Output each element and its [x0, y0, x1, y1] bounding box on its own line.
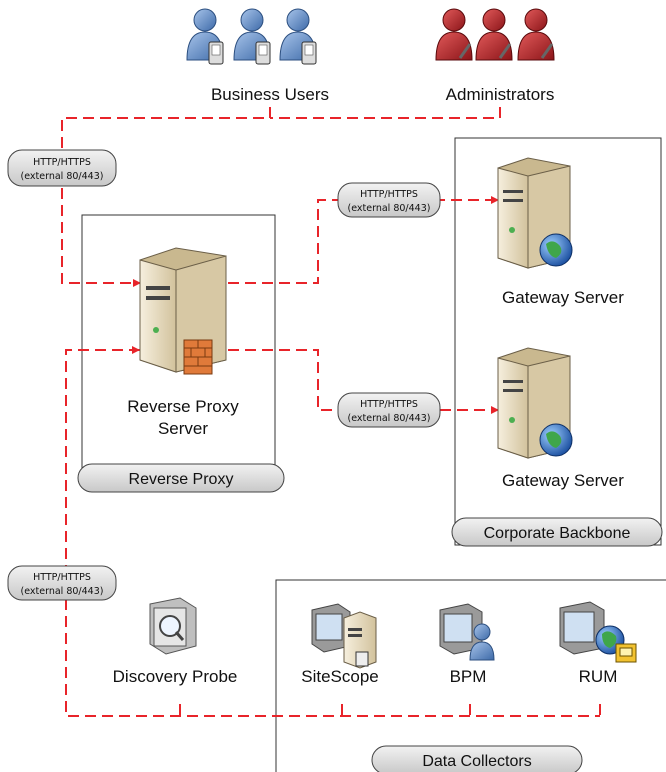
business-user-icon: [233, 8, 271, 65]
reverse-proxy-zone-label: Reverse Proxy: [129, 471, 234, 488]
protocol-label-3: HTTP/HTTPS (external 80/443): [337, 392, 441, 428]
sitescope: SiteScope: [301, 603, 379, 686]
bpm-label: BPM: [450, 667, 487, 686]
rum-icon: [559, 601, 637, 663]
discovery-probe-label: Discovery Probe: [113, 667, 238, 686]
rum-label: RUM: [579, 667, 618, 686]
corporate-backbone-zone-label: Corporate Backbone: [484, 525, 631, 542]
discovery-probe: Discovery Probe: [113, 597, 238, 686]
bpm-icon: [439, 603, 495, 661]
gateway-server-2-label: Gateway Server: [502, 471, 624, 490]
protocol-label-2: HTTP/HTTPS (external 80/443): [337, 182, 441, 218]
link-users-to-proxy: [61, 107, 271, 287]
gateway-server-icon: [497, 347, 573, 459]
gateway-server-1: Gateway Server: [497, 157, 624, 307]
business-user-icon: [279, 8, 317, 65]
data-collectors-zone: [275, 579, 666, 772]
svg-text:(external 80/443): (external 80/443): [21, 586, 104, 597]
svg-text:HTTP/HTTPS: HTTP/HTTPS: [33, 157, 91, 168]
gateway-server-2: Gateway Server: [497, 347, 624, 490]
svg-text:(external 80/443): (external 80/443): [348, 203, 431, 214]
bpm: BPM: [439, 603, 495, 686]
protocol-label-1: HTTP/HTTPS (external 80/443): [7, 149, 117, 187]
svg-text:HTTP/HTTPS: HTTP/HTTPS: [33, 572, 91, 583]
reverse-proxy-server-label-line1: Reverse Proxy: [127, 397, 239, 416]
svg-text:HTTP/HTTPS: HTTP/HTTPS: [360, 189, 418, 200]
reverse-proxy-server: Reverse Proxy Server: [127, 247, 239, 438]
link-collectors-to-proxy: [65, 349, 600, 717]
svg-text:(external 80/443): (external 80/443): [21, 171, 104, 182]
sitescope-label: SiteScope: [301, 667, 379, 686]
data-collectors-zone-tab: Data Collectors: [371, 745, 583, 772]
reverse-proxy-server-label-line2: Server: [158, 419, 208, 438]
administrator-icon: [435, 8, 473, 61]
administrators-group: Administrators: [435, 8, 555, 104]
business-users-label: Business Users: [211, 85, 329, 104]
svg-text:HTTP/HTTPS: HTTP/HTTPS: [360, 399, 418, 410]
administrators-label: Administrators: [446, 85, 555, 104]
business-users-group: Business Users: [186, 8, 329, 104]
business-user-icon: [186, 8, 224, 65]
arrow-head: [132, 346, 140, 354]
administrator-icon: [517, 8, 555, 61]
discovery-probe-icon: [149, 597, 197, 655]
protocol-label-4: HTTP/HTTPS (external 80/443): [7, 565, 117, 601]
reverse-proxy-server-icon: [139, 247, 227, 375]
gateway-server-icon: [497, 157, 573, 269]
rum: RUM: [559, 601, 637, 686]
reverse-proxy-zone-tab: Reverse Proxy: [77, 463, 285, 493]
corporate-backbone-zone-tab: Corporate Backbone: [451, 517, 663, 547]
administrator-icon: [475, 8, 513, 61]
gateway-server-1-label: Gateway Server: [502, 288, 624, 307]
svg-text:(external 80/443): (external 80/443): [348, 413, 431, 424]
sitescope-icon: [311, 603, 377, 669]
data-collectors-zone-label: Data Collectors: [422, 753, 531, 770]
